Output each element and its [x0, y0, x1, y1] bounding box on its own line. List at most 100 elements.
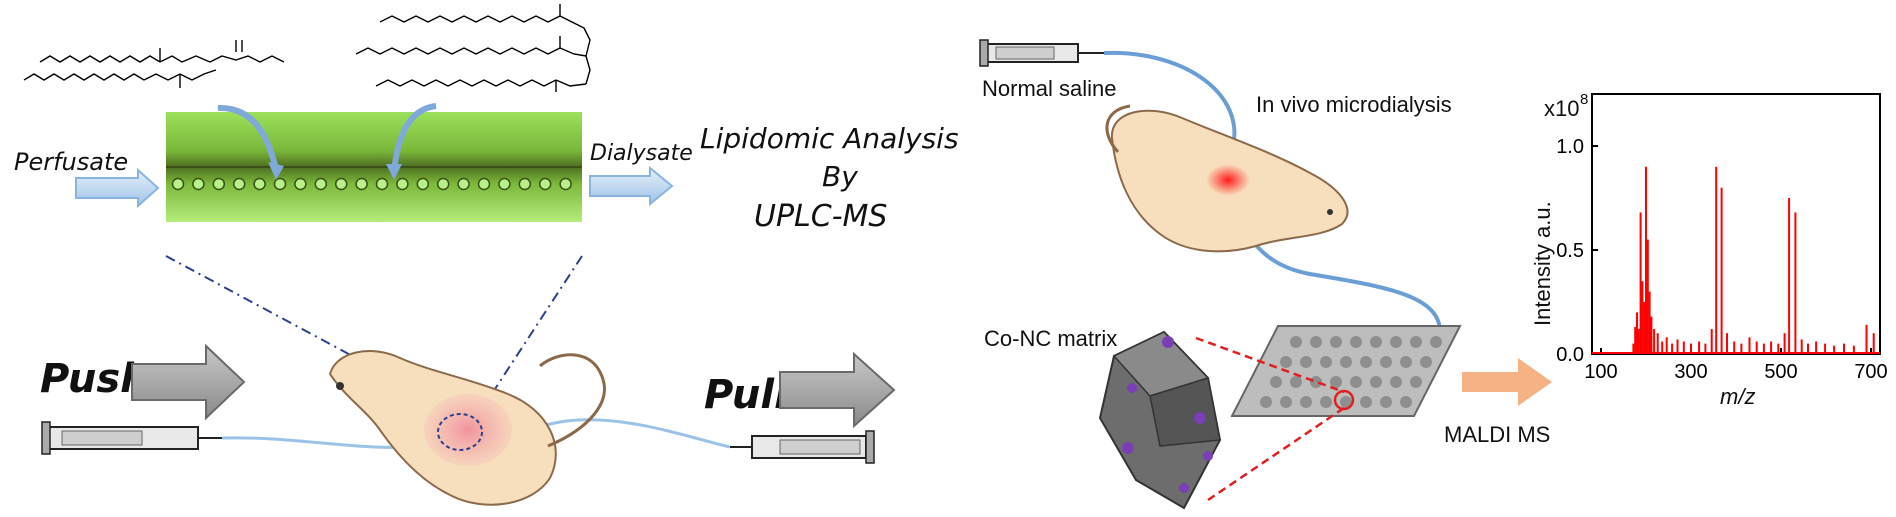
co-nc-crystal — [1098, 330, 1222, 510]
chart-scale-exponent: 8 — [1580, 91, 1588, 108]
flow-arrow-center — [391, 103, 437, 173]
target-well — [1400, 396, 1412, 408]
push-arrow — [131, 343, 246, 421]
probe-pore — [294, 177, 307, 191]
target-well — [1340, 356, 1352, 368]
probe-pore — [436, 177, 450, 191]
y-tick-label: 0.5 — [1556, 240, 1584, 262]
target-wells — [1260, 336, 1442, 408]
matrix-label: Co-NC matrix — [984, 326, 1117, 351]
lipid-structure-center — [355, 4, 591, 92]
probe-pore — [396, 177, 409, 191]
perfusate-arrow — [75, 167, 160, 209]
chart-scale-label: x10 — [1544, 96, 1579, 121]
syringe-right — [730, 430, 875, 464]
probe-pore — [273, 177, 287, 191]
probe-pore — [355, 177, 368, 191]
pull-label: Pull — [704, 372, 789, 418]
pull-arrow — [779, 351, 896, 429]
dialysate-arrow — [589, 165, 674, 207]
target-well — [1260, 396, 1272, 408]
target-well — [1300, 396, 1312, 408]
rat-right — [1105, 104, 1349, 253]
flow-arrow-center-head — [386, 164, 402, 180]
probe-pore — [232, 177, 246, 191]
target-well — [1420, 356, 1432, 368]
lipid-structure-left — [23, 40, 285, 88]
probe-pore — [538, 177, 552, 191]
probe-pore — [253, 177, 266, 191]
dialysate-label: Dialysate — [590, 141, 693, 166]
target-well — [1320, 356, 1332, 368]
target-well — [1380, 396, 1392, 408]
x-tick-label: 500 — [1764, 361, 1797, 383]
probe-pore — [416, 177, 430, 191]
target-well — [1400, 356, 1412, 368]
maldi-target-plate — [1230, 325, 1462, 417]
probe-pore — [212, 177, 226, 191]
target-well — [1390, 336, 1402, 348]
target-well — [1410, 376, 1422, 388]
target-well — [1320, 396, 1332, 408]
target-well — [1290, 336, 1302, 348]
spectrum-peaks — [1592, 166, 1880, 354]
maldi-arrow — [1462, 358, 1552, 406]
probe-pore — [171, 177, 185, 191]
analysis-title-line3: UPLC-MS — [754, 199, 887, 234]
x-tick-label: 100 — [1584, 361, 1617, 383]
probe-pores — [171, 177, 572, 191]
analysis-title-line1: Lipidomic Analysis — [700, 122, 959, 155]
target-well — [1390, 376, 1402, 388]
probe-pore — [518, 177, 532, 191]
zoom-line-bottom — [1207, 406, 1345, 502]
target-well — [1350, 336, 1362, 348]
y-tick-label: 1.0 — [1556, 136, 1584, 158]
y-tick-label: 0.0 — [1556, 344, 1584, 366]
probe-pore — [559, 177, 572, 191]
target-well — [1330, 336, 1342, 348]
syringe-top — [979, 39, 1104, 67]
normal-saline-label: Normal saline — [982, 76, 1117, 101]
x-tick-label: 700 — [1854, 361, 1887, 383]
analysis-title-line2: By — [822, 160, 858, 193]
maldi-label: MALDI MS — [1444, 422, 1550, 447]
y-ticks: 0.0 0.5 1.0 — [1556, 136, 1598, 366]
probe-pore — [375, 177, 389, 191]
zoom-line-top — [1195, 336, 1345, 394]
probe-pore — [498, 177, 511, 191]
probe-pore — [314, 177, 328, 191]
target-well — [1280, 396, 1292, 408]
target-well — [1330, 376, 1342, 388]
target-well — [1350, 376, 1362, 388]
syringe-left — [41, 421, 222, 455]
probe-pore — [477, 177, 491, 191]
target-well — [1360, 396, 1372, 408]
target-well — [1370, 376, 1382, 388]
target-well — [1300, 356, 1312, 368]
flow-arrow-left — [217, 104, 279, 171]
push-label: Push — [40, 356, 149, 402]
target-well — [1380, 356, 1392, 368]
perfusate-label: Perfusate — [14, 148, 128, 176]
probe-pore — [192, 177, 205, 191]
x-tick-label: 300 — [1674, 361, 1707, 383]
flow-arrow-left-head — [268, 162, 284, 180]
target-well — [1280, 356, 1292, 368]
plot-frame — [1591, 93, 1881, 355]
target-well — [1290, 376, 1302, 388]
probe-pore — [457, 177, 470, 191]
rat-left — [328, 350, 606, 506]
in-vivo-label: In vivo microdialysis — [1256, 92, 1452, 117]
y-axis-label: Intensity a.u. — [1530, 201, 1555, 326]
target-well — [1270, 376, 1282, 388]
target-well — [1410, 336, 1422, 348]
target-well — [1370, 336, 1382, 348]
probe-pore — [334, 177, 348, 191]
target-well — [1340, 396, 1352, 408]
target-well — [1360, 356, 1372, 368]
target-well — [1430, 336, 1442, 348]
target-well — [1310, 336, 1322, 348]
x-axis-label: m/z — [1720, 384, 1755, 409]
